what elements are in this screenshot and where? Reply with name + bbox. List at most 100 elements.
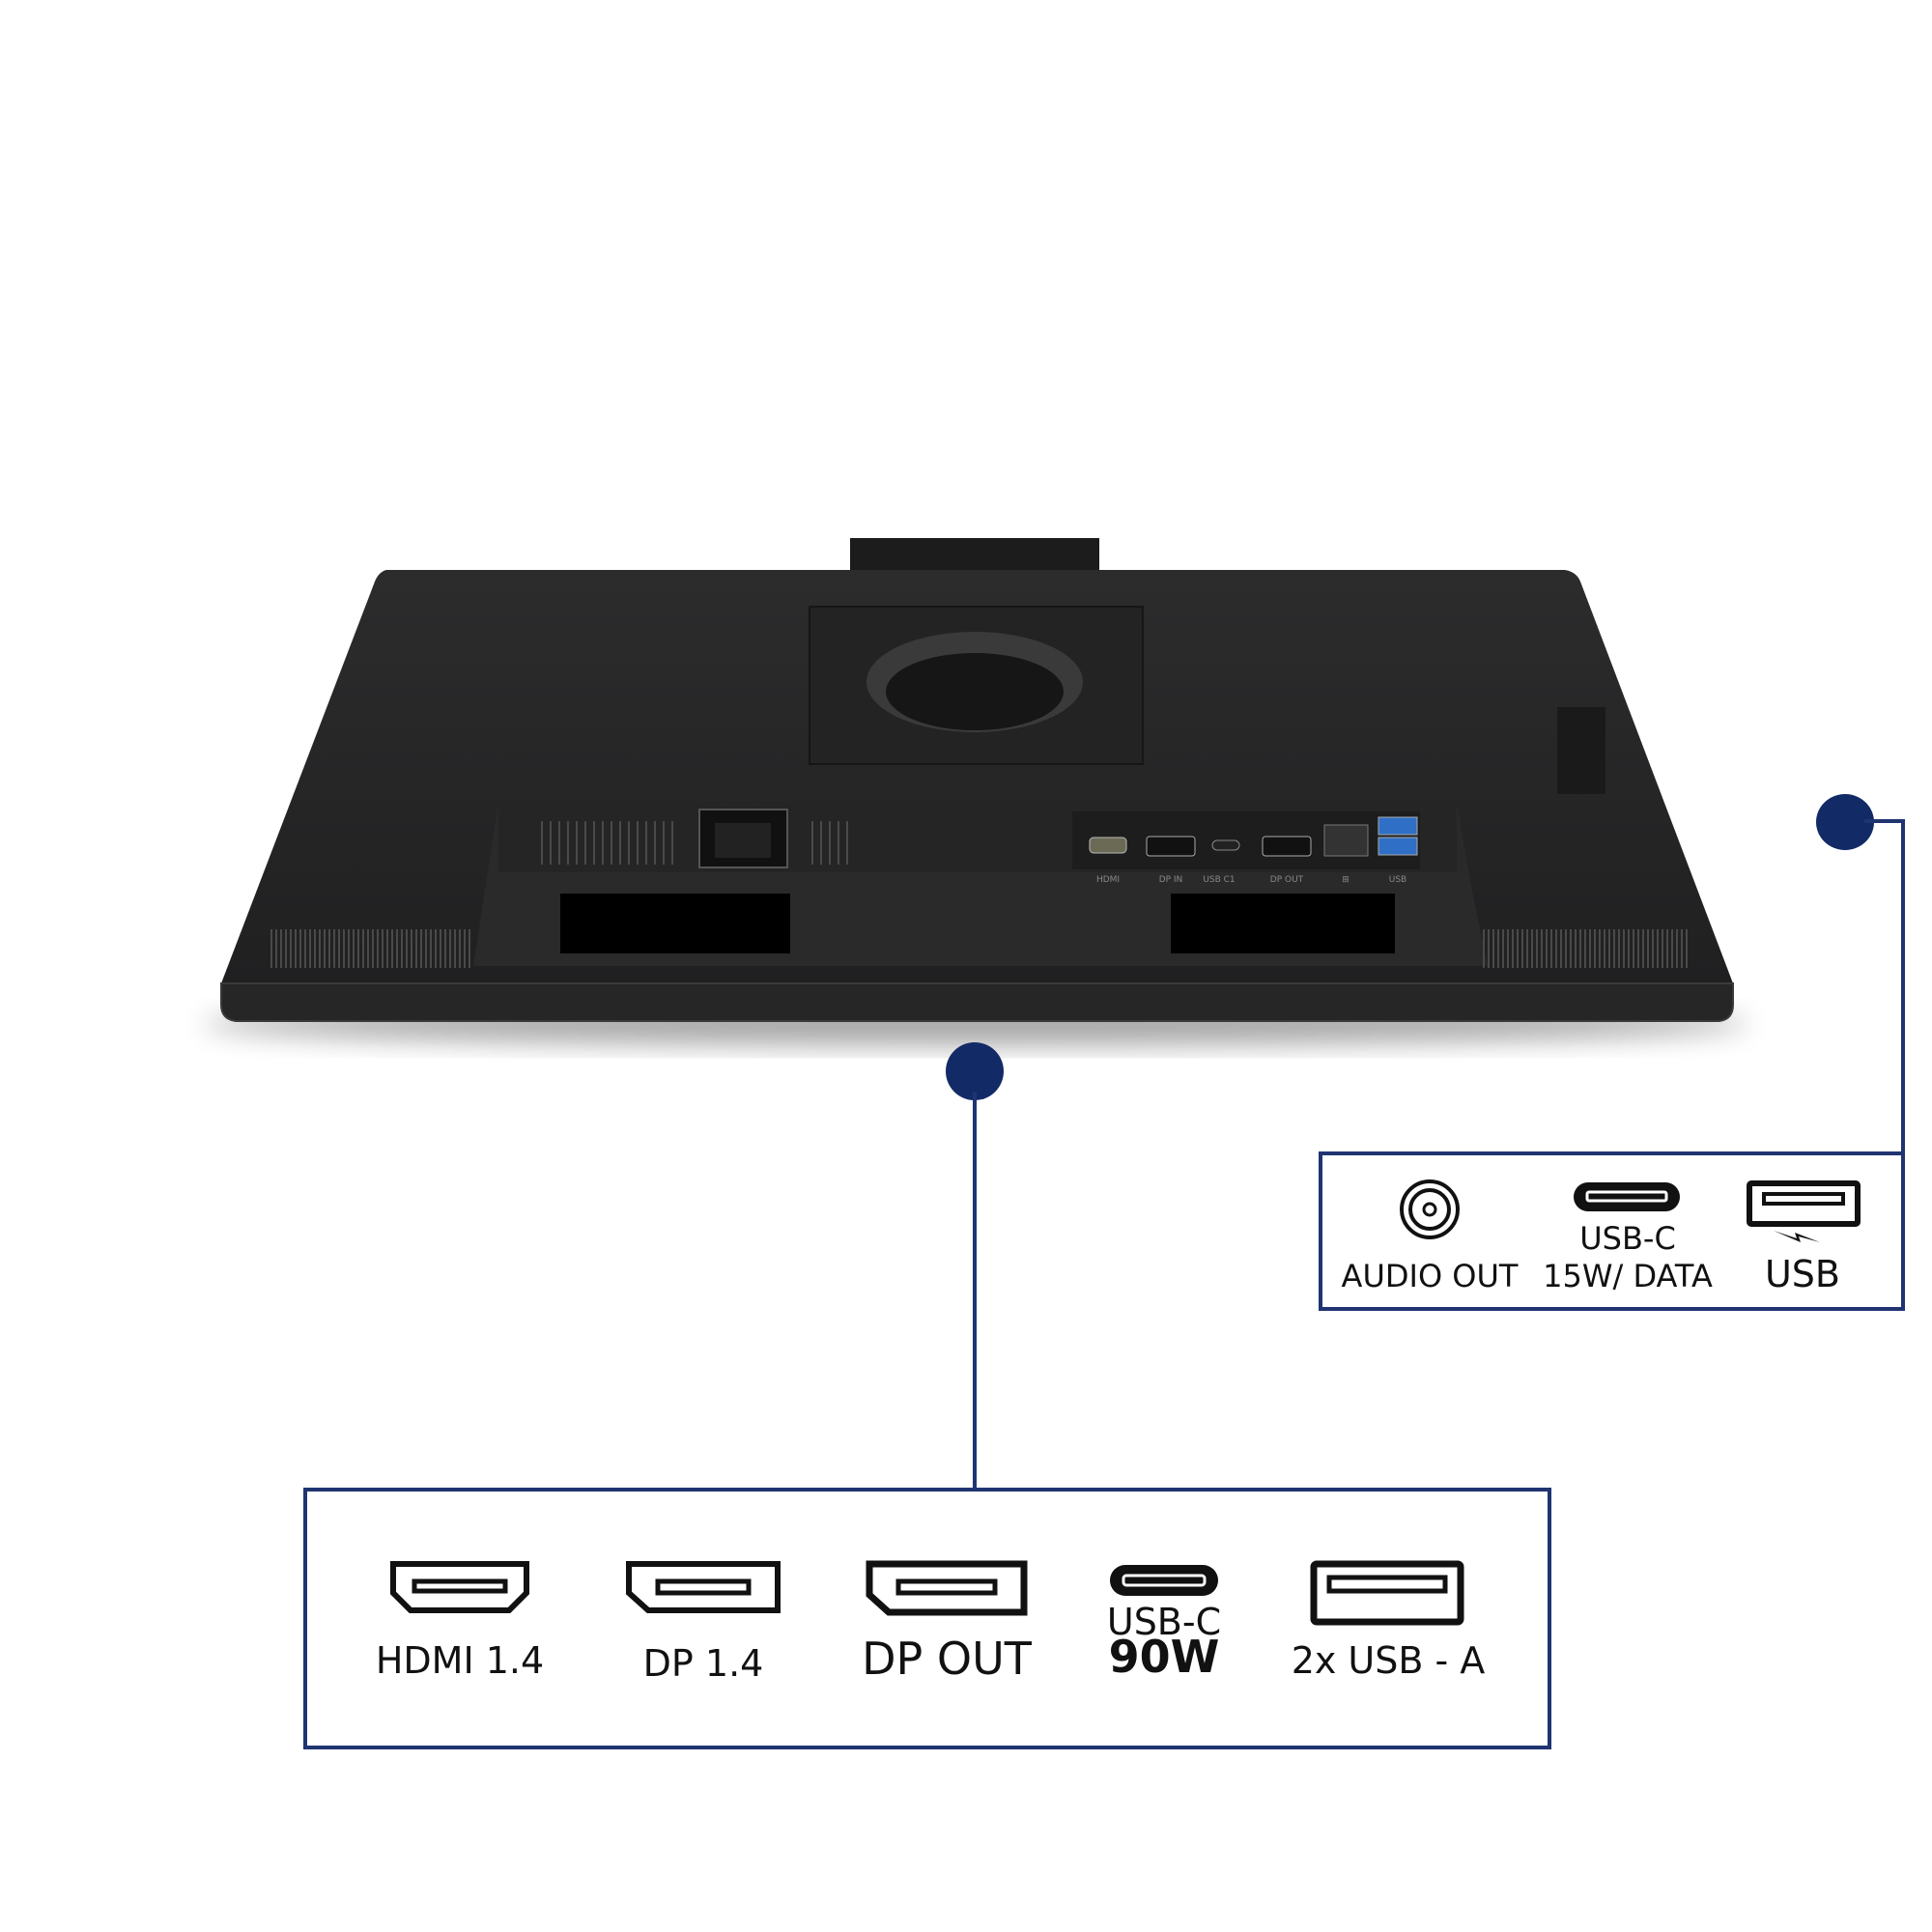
vent-slot <box>1623 929 1625 968</box>
cutout-right <box>1171 894 1395 953</box>
vent-slot <box>1637 929 1639 968</box>
port-label-usb-c1: USB C1 <box>1203 875 1235 885</box>
vent-slot <box>386 929 388 968</box>
vent-slot <box>367 929 369 968</box>
vent-slot <box>1550 929 1552 968</box>
vent-slot <box>1657 929 1659 968</box>
vent-slot <box>309 929 311 968</box>
label-usb-side: USB <box>1764 1253 1841 1295</box>
label-dp-out: DP OUT <box>862 1633 1032 1685</box>
cutout-left <box>560 894 790 953</box>
label-dp: DP 1.4 <box>642 1642 764 1685</box>
vent-slot <box>584 821 586 865</box>
vent-slot <box>628 821 630 865</box>
vent-slot <box>1507 929 1509 968</box>
usb-c-port-icon <box>1110 1565 1218 1596</box>
vent-slot <box>425 929 427 968</box>
hdmi-port-icon <box>390 1561 529 1613</box>
vent-slot <box>377 929 379 968</box>
vent-slot <box>1570 929 1572 968</box>
vent-slot <box>1575 929 1577 968</box>
stand-mount-tab <box>850 538 1099 573</box>
vent-slot <box>454 929 456 968</box>
vent-slot <box>430 929 432 968</box>
vent-slot <box>1628 929 1630 968</box>
vent-slot <box>1686 929 1688 968</box>
displayport-out-icon <box>866 1560 1028 1616</box>
side-port-cover <box>1557 707 1605 794</box>
vent-slot <box>645 821 647 865</box>
vent-slot <box>1555 929 1557 968</box>
vent-slot <box>1618 929 1620 968</box>
vent-slot <box>1579 929 1581 968</box>
vent-slot <box>1599 929 1601 968</box>
vent-slot <box>1560 929 1562 968</box>
vent-slot <box>611 821 612 865</box>
vent-slot <box>343 929 345 968</box>
vent-slot <box>829 821 831 865</box>
vent-slot <box>333 929 335 968</box>
callout-marker-bottom <box>946 1042 1004 1100</box>
vent-slot <box>314 929 316 968</box>
vent-slot <box>362 929 364 968</box>
audio-jack-icon <box>1400 1179 1460 1239</box>
vent-slot <box>1604 929 1605 968</box>
vent-slot <box>811 821 813 865</box>
dp-out-port <box>1262 836 1312 857</box>
vent-slot <box>444 929 446 968</box>
vent-slot <box>1676 929 1678 968</box>
vent-slot <box>338 929 340 968</box>
vent-slot <box>602 821 604 865</box>
monitor-rear-view: HDMI DP IN USB C1 DP OUT ⊞ USB <box>203 538 1748 1045</box>
vent-slot <box>357 929 359 968</box>
callout-line-side-h <box>1864 819 1905 823</box>
vent-slot <box>550 821 552 865</box>
vent-slot <box>1536 929 1538 968</box>
vent-slot <box>1531 929 1533 968</box>
vent-slot <box>328 929 330 968</box>
usb-c1-port <box>1211 839 1240 851</box>
usb-a-port-icon <box>1310 1560 1464 1626</box>
label-usb-c-side: USB-C <box>1579 1220 1676 1257</box>
callout-line-side-v <box>1901 819 1905 1153</box>
usb-a-port-1 <box>1378 816 1418 836</box>
vent-slot <box>299 929 301 968</box>
vent-slot <box>1546 929 1548 968</box>
label-usb-c-data: 15W/ DATA <box>1543 1258 1713 1294</box>
vent-slot <box>270 929 272 968</box>
port-label-hdmi: HDMI <box>1096 875 1120 885</box>
vent-slot <box>420 929 422 968</box>
vent-slot <box>1488 929 1490 968</box>
vent-slot <box>372 929 374 968</box>
vent-slot <box>576 821 578 865</box>
vent-slot <box>1642 929 1644 968</box>
vent-slot <box>558 821 560 865</box>
port-label-dp-in: DP IN <box>1159 875 1183 885</box>
vent-slot <box>1483 929 1485 968</box>
vent-slot <box>541 821 543 865</box>
vent-slot <box>567 821 569 865</box>
vent-slot <box>464 929 466 968</box>
label-hdmi: HDMI 1.4 <box>375 1639 545 1682</box>
vent-slot <box>1492 929 1494 968</box>
vent-slot <box>1584 929 1586 968</box>
vent-slot <box>1647 929 1649 968</box>
network-icon: ⊞ <box>1342 875 1350 885</box>
vent-slot <box>295 929 297 968</box>
vent-slot <box>1671 929 1673 968</box>
vent-slot <box>654 821 656 865</box>
vent-slot <box>1521 929 1523 968</box>
displayport-icon <box>626 1561 781 1613</box>
vent-slot <box>1681 929 1683 968</box>
dp-in-port <box>1146 836 1196 857</box>
vent-slot <box>415 929 417 968</box>
port-label-dp-out: DP OUT <box>1270 875 1304 885</box>
port-label-usb: USB <box>1389 875 1406 885</box>
vents <box>270 821 1688 968</box>
vent-slot <box>449 929 451 968</box>
callout-box-side <box>1319 1151 1905 1311</box>
vent-slot <box>401 929 403 968</box>
vent-slot <box>637 821 639 865</box>
callout-line-bottom <box>973 1092 977 1490</box>
